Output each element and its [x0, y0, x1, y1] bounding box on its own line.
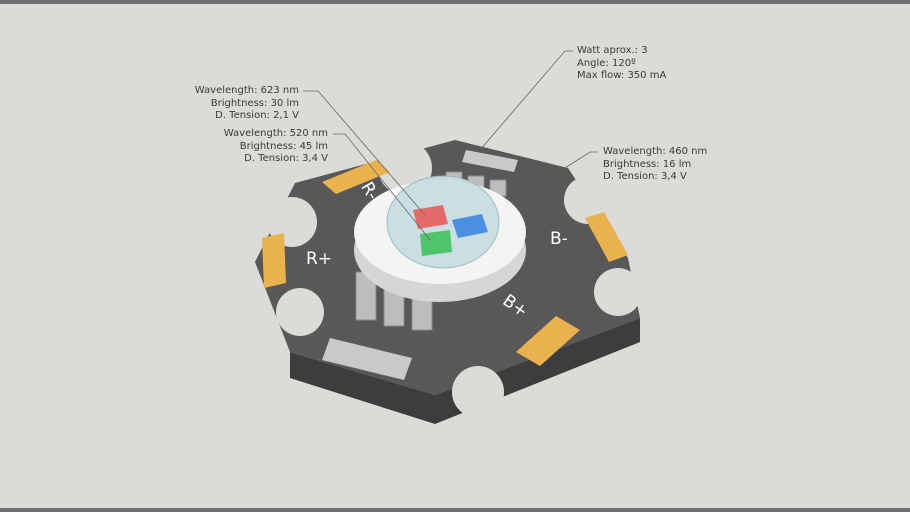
notch: [564, 176, 612, 224]
label-r-plus: R+: [306, 249, 332, 269]
label-b-minus: B-: [550, 229, 568, 249]
annotation-green: Wavelength: 520 nm Brightness: 45 lm D. …: [224, 128, 328, 166]
green-brightness: Brightness: 45 lm: [239, 140, 328, 152]
angle-text: Angle: 120º: [577, 57, 636, 69]
bottom-border: [0, 508, 910, 512]
pad-r-plus: [262, 233, 286, 288]
red-brightness: Brightness: 30 lm: [210, 97, 299, 109]
leader-line-red: [303, 90, 426, 216]
red-wavelength: Wavelength: 623 nm: [194, 85, 299, 96]
gray-pad-bottom: [322, 338, 412, 380]
blue-brightness: Brightness: 16 lm: [603, 158, 692, 170]
top-border: [0, 0, 910, 4]
blue-tension: D. Tension: 3,4 V: [603, 171, 687, 182]
notch: [452, 366, 504, 418]
leader-line-green: [333, 133, 431, 241]
max-flow-text: Max flow: 350 mA: [577, 70, 667, 81]
notch: [594, 268, 642, 316]
board-side: [290, 318, 640, 424]
annotation-red: Wavelength: 623 nm Brightness: 30 lm D. …: [195, 85, 299, 123]
leader-line-blue: [564, 151, 598, 169]
blue-wavelength: Wavelength: 460 nm: [603, 146, 708, 157]
red-tension: D. Tension: 2,1 V: [215, 110, 299, 121]
pad-b-minus: [585, 212, 628, 262]
annotation-blue: Wavelength: 460 nm Brightness: 16 lm D. …: [603, 146, 707, 184]
green-wavelength: Wavelength: 520 nm: [223, 128, 328, 139]
pad-b-plus: [516, 316, 580, 366]
green-die: [420, 230, 452, 256]
blue-die: [452, 214, 488, 238]
leader-line-general: [479, 50, 573, 151]
annotation-general: Watt aprox.: 3 Angle: 120º Max flow: 350…: [577, 45, 666, 83]
notch: [276, 288, 324, 336]
watt-text: Watt aprox.: 3: [577, 45, 648, 56]
gray-pad-top: [462, 150, 518, 172]
green-tension: D. Tension: 3,4 V: [244, 153, 328, 164]
